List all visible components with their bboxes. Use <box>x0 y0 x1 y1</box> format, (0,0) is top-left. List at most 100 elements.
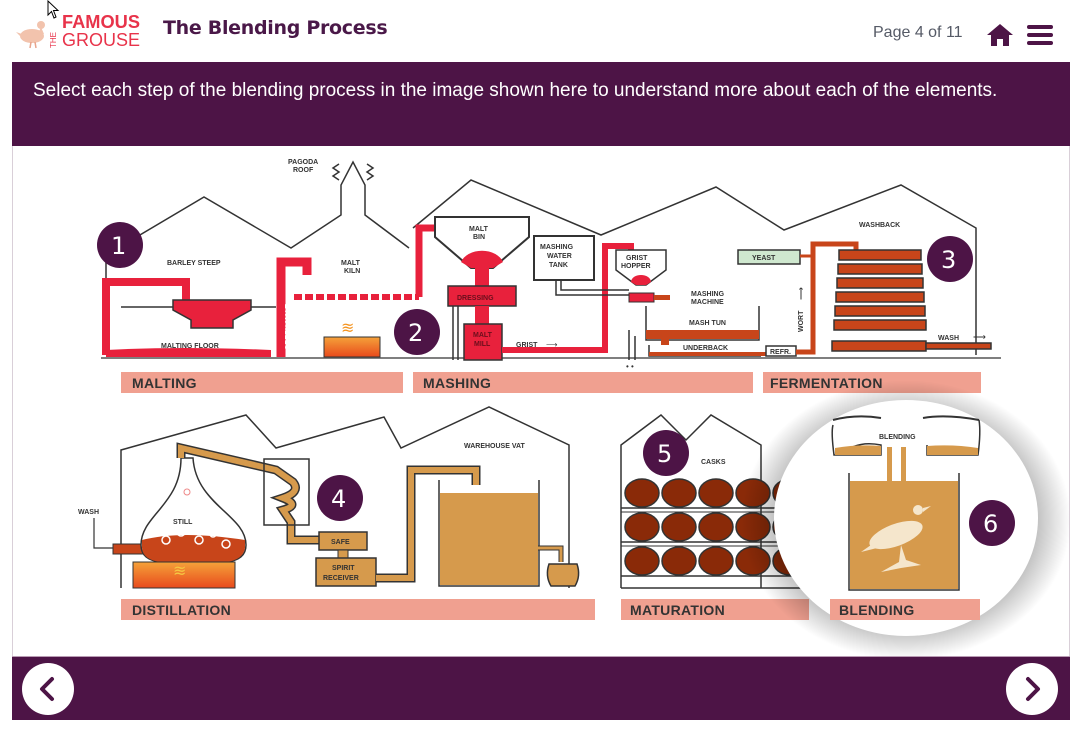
grouse-bird-icon <box>861 505 931 572</box>
svg-text:HOPPER: HOPPER <box>621 263 651 270</box>
home-icon <box>987 24 1013 46</box>
hamburger-menu-icon <box>1027 25 1053 45</box>
svg-text:• •: • • <box>626 362 634 371</box>
svg-text:WORT: WORT <box>798 310 805 332</box>
svg-text:MASHING: MASHING <box>691 291 725 298</box>
svg-text:TANK: TANK <box>549 262 568 269</box>
instructions-banner: Select each step of the blending process… <box>12 62 1070 146</box>
cask <box>624 478 660 508</box>
svg-text:DISTILLATION: DISTILLATION <box>132 602 231 618</box>
menu-button[interactable] <box>1026 24 1054 46</box>
svg-text:WASH: WASH <box>78 509 99 516</box>
svg-text:MASH TUN: MASH TUN <box>689 320 726 327</box>
svg-text:MALT: MALT <box>341 260 361 267</box>
svg-text:FERMENTATION: FERMENTATION <box>770 375 883 391</box>
svg-text:ROOF: ROOF <box>293 167 314 174</box>
svg-text:MASHING: MASHING <box>540 244 574 251</box>
grouse-bird-icon <box>16 21 45 49</box>
svg-text:5: 5 <box>657 440 672 468</box>
logo-the: THE <box>49 32 58 48</box>
stage-bar-mashing[interactable]: MASHING <box>413 372 753 393</box>
svg-text:DRESSING: DRESSING <box>457 295 494 302</box>
svg-text:WASH: WASH <box>938 335 959 342</box>
step-badge-3[interactable]: 3 <box>927 236 973 282</box>
step-badge-2[interactable]: 2 <box>394 309 440 355</box>
cask <box>698 478 734 508</box>
washback-vessel <box>831 249 992 352</box>
logo-famous: FAMOUS <box>62 12 140 32</box>
svg-text:MASHING: MASHING <box>423 375 491 391</box>
svg-text:2: 2 <box>408 319 423 347</box>
blending-process-diagram: PAGODA ROOF BARLEY BARLEY STEEP MALTING … <box>12 146 1070 656</box>
svg-text:6: 6 <box>983 510 998 538</box>
svg-text:BIN: BIN <box>473 234 485 241</box>
svg-text:MATURATION: MATURATION <box>630 602 725 618</box>
svg-text:MALT: MALT <box>473 332 493 339</box>
svg-text:MALTING: MALTING <box>132 375 197 391</box>
header: THE FAMOUS GROUSE The Blending Process P… <box>0 0 1080 62</box>
chevron-left-icon <box>40 677 54 701</box>
blending-illustration: BLENDING <box>831 415 981 591</box>
svg-text:WASHBACK: WASHBACK <box>859 222 900 229</box>
famous-grouse-logo: THE FAMOUS GROUSE <box>16 12 140 50</box>
cask <box>624 546 660 576</box>
svg-text:BLENDING: BLENDING <box>879 434 916 441</box>
svg-text:PAGODA: PAGODA <box>288 159 318 166</box>
home-button[interactable] <box>986 22 1014 48</box>
svg-text:WAREHOUSE VAT: WAREHOUSE VAT <box>464 443 526 450</box>
svg-text:BARLEY: BARLEY <box>113 286 142 293</box>
svg-text:BLENDING: BLENDING <box>839 602 915 618</box>
svg-text:GRIST: GRIST <box>516 342 538 349</box>
mouse-cursor-icon <box>47 0 60 19</box>
page-indicator: Page 4 of 11 <box>873 24 963 41</box>
svg-text:KILN: KILN <box>344 268 360 275</box>
mashing-illustration: MALT BIN DRESSING MALT MILL GRIST ⟶ MASH… <box>415 216 769 371</box>
stage-bar-malting[interactable]: MALTING <box>121 372 403 393</box>
step-badge-6[interactable]: 6 <box>969 500 1015 546</box>
svg-text:1: 1 <box>111 232 126 260</box>
stage-bar-distillation[interactable]: DISTILLATION <box>121 599 595 620</box>
svg-text:WATER: WATER <box>547 253 572 260</box>
stage-bar-blending[interactable]: BLENDING <box>830 599 980 620</box>
svg-text:MALTING FLOOR: MALTING FLOOR <box>161 343 219 350</box>
cask <box>661 546 697 576</box>
cask <box>661 478 697 508</box>
step-badge-4[interactable]: 4 <box>317 475 363 521</box>
svg-text:STILL: STILL <box>173 519 193 526</box>
diagram-canvas: PAGODA ROOF BARLEY BARLEY STEEP MALTING … <box>78 159 1069 656</box>
stage-bar-maturation[interactable]: MATURATION <box>621 599 809 620</box>
page-title: The Blending Process <box>163 17 388 39</box>
step-badge-1[interactable]: 1 <box>97 222 143 268</box>
cask <box>698 512 734 542</box>
cask <box>661 512 697 542</box>
svg-text:YEAST: YEAST <box>752 255 776 262</box>
building-outline-top <box>105 160 977 355</box>
svg-text:MALT: MALT <box>469 226 489 233</box>
building-outline-bottom <box>120 406 762 588</box>
cask <box>698 546 734 576</box>
malting-illustration: BARLEY BARLEY STEEP MALTING FLOOR GREEN … <box>101 257 1001 359</box>
fermentation-illustration: REFR. YEAST WORT ⟶ WASHBACK WASH ⟶ <box>737 222 992 357</box>
footer-nav-bar <box>12 656 1070 720</box>
svg-text:RECEIVER: RECEIVER <box>323 575 359 582</box>
step-badge-5[interactable]: 5 <box>643 430 689 476</box>
svg-text:SAFE: SAFE <box>331 539 350 546</box>
svg-text:MACHINE: MACHINE <box>691 299 724 306</box>
svg-text:BARLEY STEEP: BARLEY STEEP <box>167 260 221 267</box>
logo-grouse: GROUSE <box>62 30 140 50</box>
svg-text:UNDERBACK: UNDERBACK <box>683 345 728 352</box>
svg-text:4: 4 <box>331 485 346 513</box>
flame-icon: ≋ <box>173 563 186 580</box>
cask <box>624 512 660 542</box>
svg-text:⟶: ⟶ <box>973 332 986 342</box>
pagoda-roof-label: PAGODA ROOF <box>288 159 318 174</box>
flame-icon: ≋ <box>341 320 354 337</box>
next-page-button[interactable] <box>1006 663 1058 715</box>
svg-text:⟶: ⟶ <box>796 287 806 300</box>
previous-page-button[interactable] <box>22 663 74 715</box>
distillation-illustration: WASH STILL ≋ SAFE SPIRIT RECEIVER <box>78 442 580 589</box>
svg-text:MILL: MILL <box>474 341 491 348</box>
svg-text:3: 3 <box>941 246 956 274</box>
svg-text:CASKS: CASKS <box>701 459 726 466</box>
svg-text:⟶: ⟶ <box>546 340 558 349</box>
